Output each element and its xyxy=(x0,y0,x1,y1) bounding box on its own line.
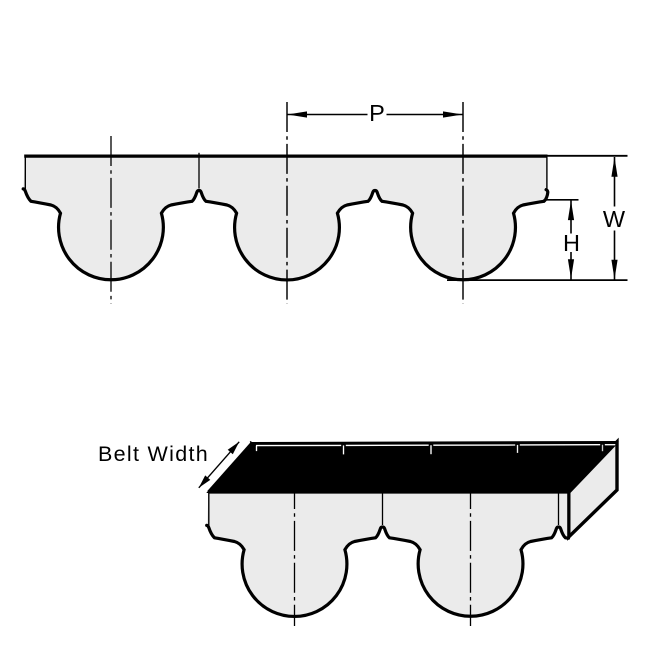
svg-text:H: H xyxy=(563,230,580,256)
svg-text:P: P xyxy=(369,100,385,126)
svg-text:W: W xyxy=(603,206,626,232)
svg-text:Belt Width: Belt Width xyxy=(98,442,209,466)
